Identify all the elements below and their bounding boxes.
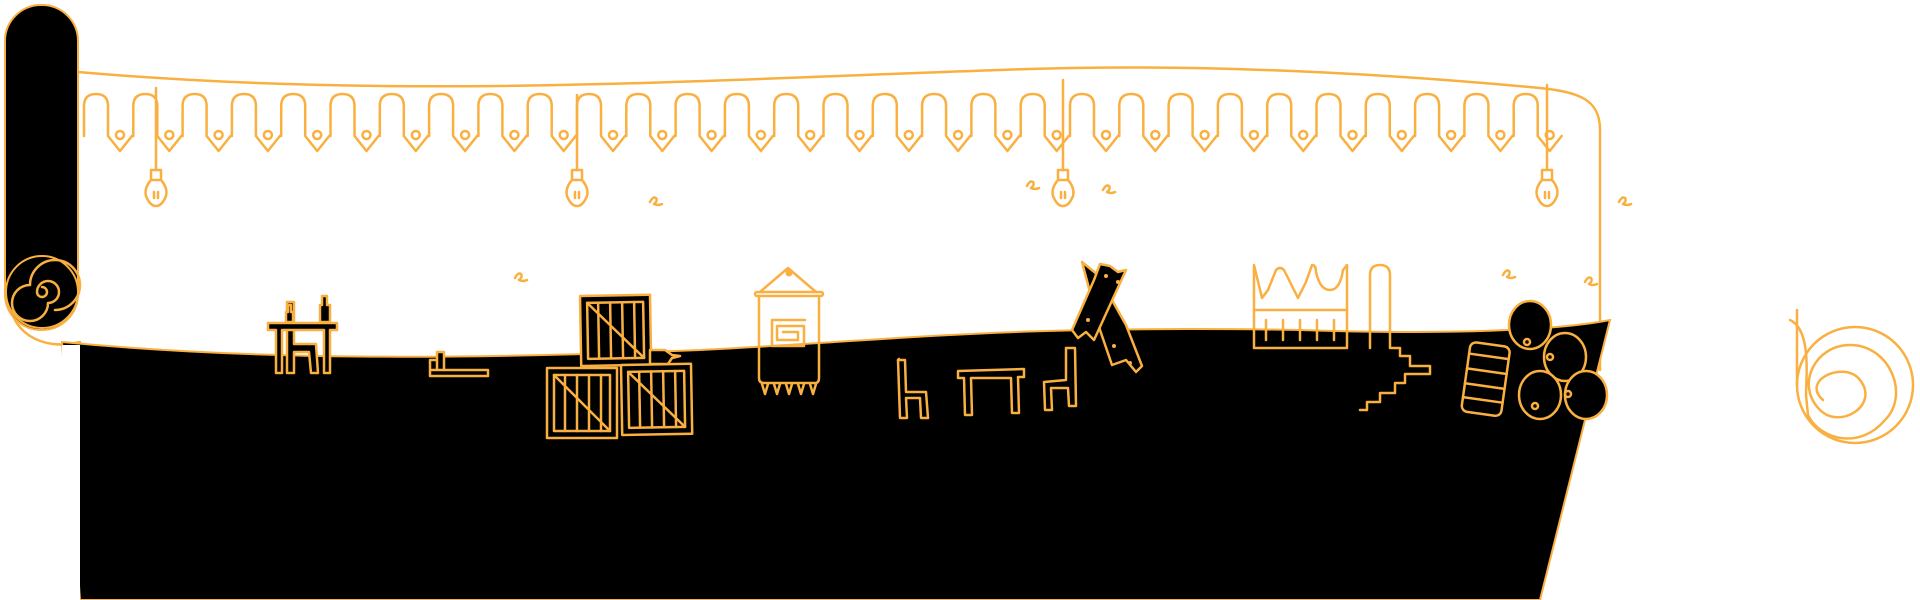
pennant [477,92,528,153]
light-bulb-icon [1051,78,1075,208]
pennant [1019,92,1070,153]
pennant [1118,92,1169,153]
bunting-icon [82,92,1563,153]
pennant [329,92,380,153]
pennant [526,92,577,153]
pennant [1413,92,1465,153]
barrel-icon [1460,299,1609,421]
fly-icon [648,196,664,207]
ground-cover [62,345,80,600]
ground [60,318,1612,600]
scroll-roll-icon [1788,308,1915,445]
light-bulb-icon [144,86,168,208]
light-bulb-icon [565,93,589,208]
pennant [674,92,725,153]
pennant [1364,92,1416,153]
pennant [181,92,232,153]
chair-icon [285,300,320,375]
table-icon [956,367,1026,417]
pennant [772,92,824,153]
scroll-roll-icon [4,4,82,331]
scroll-top-edge [76,66,1602,372]
pennant [1216,92,1268,153]
pennant [1315,92,1366,153]
pennant [427,92,479,153]
pennant [378,92,430,153]
pennant [230,92,282,153]
chair-icon [428,350,490,378]
fly-icon [1501,269,1517,280]
pennant [1512,92,1563,153]
pennant [625,92,676,153]
chair-icon [896,357,930,420]
fly-icon [513,272,529,283]
fly-icon [1101,184,1117,195]
pennant [1068,92,1120,153]
table-icon [266,294,339,375]
fly-icon [1025,180,1041,191]
pennant [822,92,873,153]
crossed-planks-icon [1070,260,1144,374]
flies-decoration [513,180,1633,287]
pennant [871,92,923,153]
window-icon [1252,263,1349,350]
pennant [132,92,183,153]
fly-icon [1617,196,1633,207]
light-bulbs [144,78,1559,208]
pennant [723,92,775,153]
pennant [575,92,627,153]
light-bulb-icon [1535,83,1559,208]
pennant [1463,92,1514,153]
fly-icon [1583,276,1599,287]
crate-icon [545,293,694,440]
pennant [1167,92,1218,153]
pennant [920,92,972,153]
pennant [279,92,331,153]
pennant [1265,92,1317,153]
pennant [82,92,134,153]
chair-icon [1042,346,1078,412]
banner-icon [753,266,825,396]
pennant [970,92,1021,153]
stairs-icon [1358,263,1432,412]
